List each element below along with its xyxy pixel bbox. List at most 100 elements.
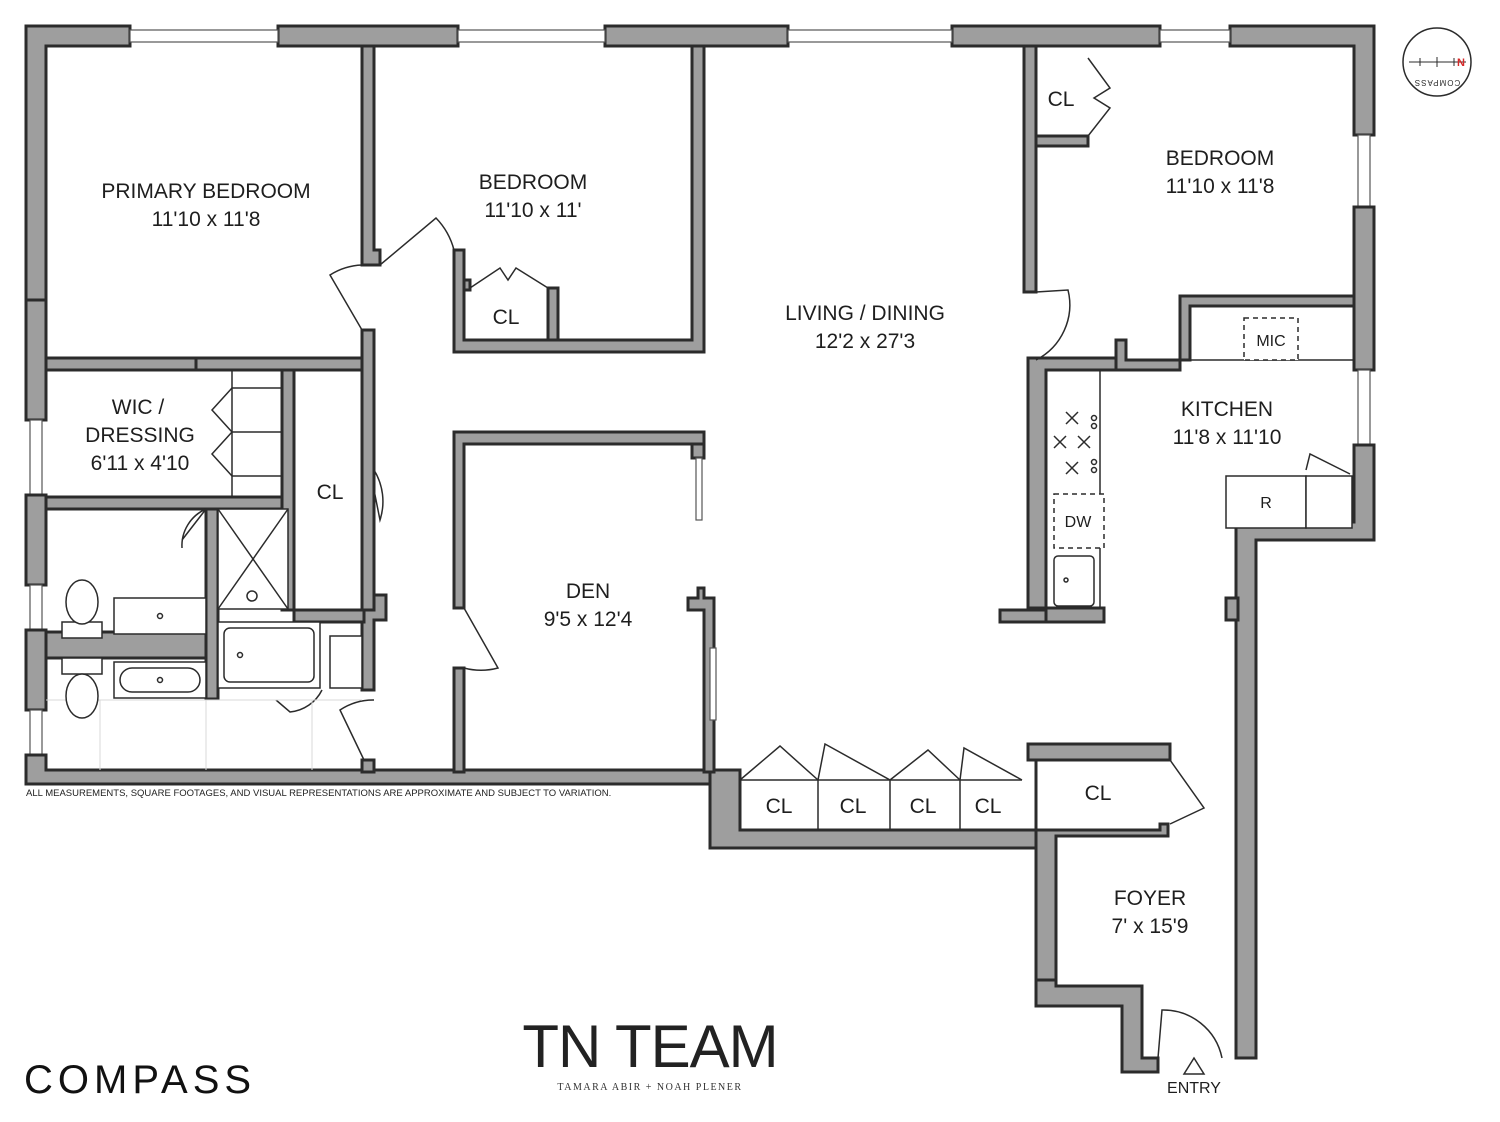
bedroom-2-dims: 11'10 x 11'8: [1166, 175, 1275, 198]
exterior-wall: [24, 628, 48, 712]
interior-wall: [204, 507, 220, 701]
exterior-wall: [276, 24, 460, 48]
entry-triangle-icon: [1182, 1056, 1206, 1075]
entry-label: ENTRY: [1167, 1080, 1221, 1097]
closet-label: CL: [493, 306, 520, 329]
interior-wall: [44, 630, 208, 660]
shower: [217, 508, 289, 610]
den-dims: 9'5 x 12'4: [544, 608, 633, 631]
interior-wall: [1022, 44, 1038, 294]
kitchen-label: KITCHEN: [1181, 398, 1273, 421]
exterior-wall: [24, 298, 48, 422]
interior-wall: [452, 430, 706, 610]
exterior-wall: [24, 24, 132, 302]
north-arrow-icon: N COMPASS: [1402, 27, 1472, 97]
north-letter: N: [1457, 57, 1465, 69]
den-label: DEN: [566, 580, 610, 603]
interior-wall: [686, 586, 716, 774]
team-logo: TN TEAM: [522, 1013, 778, 1080]
window: [1357, 134, 1371, 208]
interior-wall: [360, 758, 376, 774]
tub-drain: [236, 651, 244, 659]
closet-label: CL: [1085, 782, 1112, 805]
stove-burners: [1053, 411, 1098, 475]
exterior-wall: [1034, 978, 1160, 1074]
kitchen-sink-drain: [1063, 577, 1069, 583]
linen-closet: [329, 635, 363, 689]
bathroom-tile-grid: [46, 699, 362, 770]
toilet: [65, 673, 99, 719]
exterior-wall: [1228, 24, 1376, 137]
compass-logo: COMPASS: [24, 1058, 257, 1102]
closet-label: CL: [766, 795, 793, 818]
kitchen-dims: 11'8 x 11'10: [1173, 426, 1282, 449]
north-arrow-text: COMPASS: [1414, 78, 1460, 87]
door-swings: [181, 57, 1351, 1059]
interior-wall: [194, 356, 366, 372]
exterior-wall: [24, 493, 48, 587]
window: [129, 29, 279, 43]
primary-bedroom-label: PRIMARY BEDROOM: [101, 180, 310, 203]
microwave: [1243, 317, 1299, 361]
foyer-label: FOYER: [1114, 887, 1186, 910]
sliding-door: [695, 457, 703, 521]
primary-bedroom-dims: 11'10 x 11'8: [152, 208, 261, 231]
interior-wall: [1034, 134, 1090, 148]
bedroom-1-dims: 11'10 x 11': [484, 199, 581, 222]
wic-label-line2: DRESSING: [85, 424, 195, 447]
interior-wall: [360, 593, 388, 692]
sink-drain: [156, 612, 164, 620]
wic-dims: 6'11 x 4'10: [91, 452, 190, 475]
refrigerator-label: R: [1260, 495, 1272, 512]
disclaimer-text: ALL MEASUREMENTS, SQUARE FOOTAGES, AND V…: [26, 788, 611, 799]
interior-wall: [360, 44, 382, 267]
window: [1357, 369, 1371, 446]
window: [787, 29, 953, 43]
wic-label-line1: WIC /: [112, 396, 165, 419]
foyer-dims: 7' x 15'9: [1112, 915, 1189, 938]
kitchen-sink: [1053, 555, 1095, 607]
dishwasher: [1053, 493, 1105, 549]
interior-wall: [44, 495, 284, 511]
refrigerator: [1225, 475, 1307, 529]
closet-label: CL: [1048, 88, 1075, 111]
exterior-wall: [1352, 205, 1376, 372]
interior-wall: [462, 278, 472, 292]
team-members: TAMARA ABIR + NOAH PLENER: [557, 1082, 743, 1093]
bedroom-2-label: BEDROOM: [1166, 147, 1275, 170]
interior-wall: [44, 356, 198, 372]
closet-label: CL: [975, 795, 1002, 818]
closet-bifolds: [739, 742, 1023, 830]
interior-wall: [360, 328, 376, 612]
microwave-label: MIC: [1256, 333, 1285, 350]
closet-label: CL: [910, 795, 937, 818]
closet-label: CL: [317, 481, 344, 504]
interior-wall: [690, 442, 706, 460]
tub-drain: [156, 676, 164, 684]
exterior-wall: [1224, 596, 1240, 622]
bedroom-1-label: BEDROOM: [479, 171, 588, 194]
closet-label: CL: [840, 795, 867, 818]
living-dining-label: LIVING / DINING: [785, 302, 945, 325]
living-dining-dims: 12'2 x 27'3: [815, 330, 915, 353]
interior-wall: [292, 608, 366, 624]
interior-wall: [998, 356, 1118, 624]
toilet: [65, 579, 99, 625]
vanity-sink: [113, 597, 207, 635]
interior-wall: [546, 286, 560, 342]
exterior-wall: [1234, 443, 1376, 1060]
sliding-door: [709, 647, 717, 721]
wic-shelving: [210, 370, 282, 497]
bathtub-inner: [223, 627, 315, 683]
exterior-wall: [950, 24, 1162, 48]
shower-drain: [246, 590, 258, 602]
interior-wall: [1114, 294, 1356, 372]
window: [29, 419, 43, 496]
window: [457, 29, 606, 43]
interior-wall: [452, 666, 466, 774]
toilet-tank: [61, 657, 103, 675]
window: [29, 584, 43, 631]
window: [29, 709, 43, 756]
window: [1159, 29, 1231, 43]
